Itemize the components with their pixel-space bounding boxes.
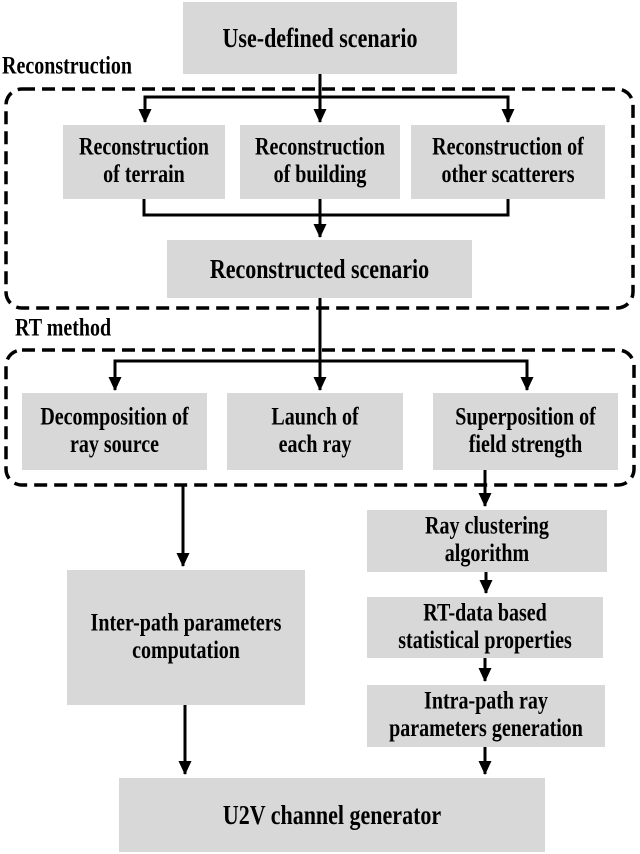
node-rt-data-based-statistical-properties: RT-data based statistical properties: [367, 597, 603, 658]
section-label-text: RT method: [15, 314, 112, 342]
node-ray-clustering-algorithm: Ray clustering algorithm: [367, 510, 607, 572]
node-launch-of-each-ray: Launch of each ray: [227, 393, 403, 470]
section-label-reconstruction: Reconstruction: [2, 52, 132, 80]
node-label: U2V channel generator: [222, 798, 442, 831]
node-intra-path-ray-parameters-generation: Intra-path ray parameters generation: [367, 685, 605, 747]
node-label: Launch of each ray: [271, 403, 359, 458]
node-reconstruction-of-terrain: Reconstruction of terrain: [63, 125, 225, 199]
node-superposition-of-field-strength: Superposition of field strength: [433, 393, 618, 470]
node-label: Intra-path ray parameters generation: [389, 687, 583, 743]
node-label: Ray clustering algorithm: [425, 512, 549, 568]
node-label: RT-data based statistical properties: [398, 599, 572, 654]
section-label-text: Reconstruction: [2, 52, 132, 80]
node-reconstructed-scenario: Reconstructed scenario: [167, 240, 472, 298]
node-label: Reconstruction of other scatterers: [432, 133, 584, 189]
node-reconstruction-of-other-scatterers: Reconstruction of other scatterers: [411, 125, 605, 199]
node-label: Reconstruction of terrain: [79, 133, 209, 189]
node-inter-path-parameters-computation: Inter-path parameters computation: [67, 570, 305, 705]
node-reconstruction-of-building: Reconstruction of building: [240, 125, 400, 199]
node-label: Inter-path parameters computation: [90, 609, 282, 664]
section-label-rt-method: RT method: [15, 314, 112, 342]
node-label: Reconstruction of building: [255, 133, 385, 189]
node-decomposition-of-ray-source: Decomposition of ray source: [22, 393, 207, 470]
node-label: Superposition of field strength: [455, 403, 596, 458]
node-use-defined-scenario: Use-defined scenario: [183, 2, 457, 74]
node-label: Decomposition of ray source: [40, 403, 189, 458]
node-label: Use-defined scenario: [222, 21, 418, 54]
node-u2v-channel-generator: U2V channel generator: [119, 778, 545, 852]
node-label: Reconstructed scenario: [209, 252, 430, 285]
